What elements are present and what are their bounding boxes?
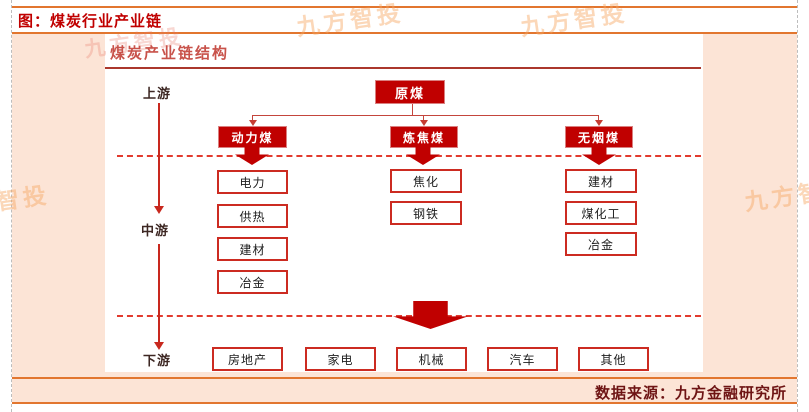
arrow-down-icon [595,120,603,126]
figure-title-bar: 图：煤炭行业产业链 [12,6,797,34]
timeline-segment-lower [158,244,160,342]
arrow-down-icon [420,120,428,126]
panel-title-underline [105,67,701,69]
node-coking: 焦化 [390,169,462,193]
source-bar: 数据来源：九方金融研究所 [12,377,797,404]
node-raw-coal: 原煤 [375,80,445,104]
node-metallurgy: 冶金 [565,232,637,256]
timeline-segment-upper [158,103,160,206]
arrow-down-icon [249,120,257,126]
midstream-downstream-divider [117,315,701,317]
arrow-down-icon [154,342,164,350]
node-building-materials: 建材 [217,237,288,261]
connector-drop [252,115,253,121]
stage-label-midstream: 中游 [141,223,170,238]
left-dashed-guide [11,0,12,412]
figure-title: 图：煤炭行业产业链 [18,13,163,30]
node-real-estate: 房地产 [212,347,283,371]
data-source-text: 数据来源：九方金融研究所 [594,385,787,402]
node-electric-power: 电力 [217,170,288,194]
connector-horizontal [252,115,599,116]
node-thermal-coal: 动力煤 [218,126,287,148]
node-metallurgy: 冶金 [217,270,288,294]
stage-label-upstream: 上游 [143,86,172,101]
node-steel: 钢铁 [390,201,462,225]
arrow-down-icon [154,206,164,214]
node-machinery: 机械 [396,347,467,371]
connector-drop [598,115,599,121]
node-coking-coal: 炼焦煤 [390,126,458,148]
connector-stub [412,104,413,115]
node-coal-chemical: 煤化工 [565,201,637,225]
stage-label-downstream: 下游 [143,353,172,368]
connector-drop [423,115,424,121]
node-home-appliances: 家电 [305,347,376,371]
node-anthracite: 无烟煤 [565,126,633,148]
panel-title: 煤炭产业链结构 [110,45,230,62]
node-others: 其他 [578,347,649,371]
node-building-materials: 建材 [565,169,637,193]
node-heating: 供热 [217,204,288,228]
node-automobiles: 汽车 [487,347,558,371]
right-dashed-guide [797,0,798,412]
